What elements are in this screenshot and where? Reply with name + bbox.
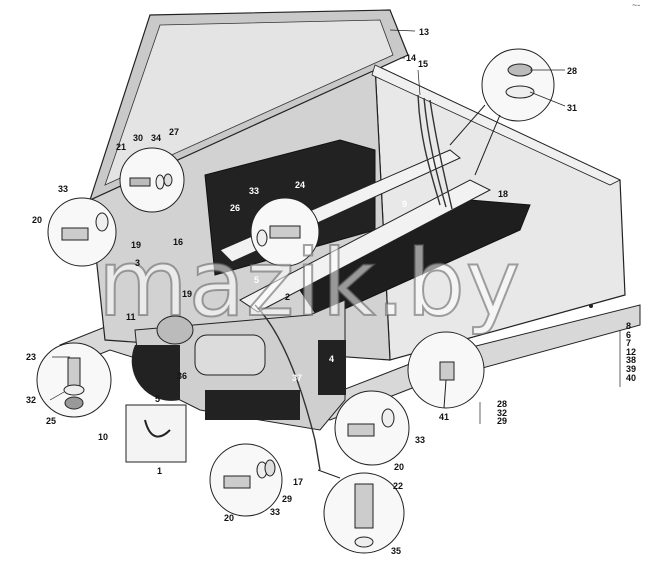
- callout-27: 27: [169, 127, 180, 137]
- callout-33-bottom: 33: [270, 507, 281, 517]
- callout-37: 37: [292, 373, 303, 383]
- callout-5-lower: 5: [155, 394, 161, 404]
- callout-stack-right-item-6: 40: [626, 372, 637, 383]
- wire-harness: [417, 94, 453, 210]
- detail-circle-20-29-33: [209, 443, 283, 517]
- callout-28: 28: [567, 66, 578, 76]
- detail-circle-20-33-left: [47, 197, 117, 267]
- detail-circle-28-31: [449, 48, 555, 176]
- callout-stack-right-item-2: 7: [626, 338, 632, 349]
- callout-19-lower: 19: [182, 289, 193, 299]
- callout-26: 26: [230, 203, 241, 213]
- callout-stack-bottom-item-0: 28: [497, 399, 508, 409]
- callout-16: 16: [173, 237, 184, 247]
- detail-circle-20-33-right: [334, 390, 410, 466]
- wire-front: [254, 304, 321, 471]
- callout-14: 14: [406, 53, 417, 63]
- callout-33-right: 33: [415, 435, 426, 445]
- callout-19: 19: [131, 240, 142, 250]
- callout-11: 11: [126, 312, 136, 322]
- lid-inner-panel: [104, 19, 394, 186]
- callout-33-block: 33: [249, 186, 260, 196]
- callout-4: 4: [329, 354, 335, 364]
- detail-circle-41: [407, 331, 485, 409]
- corner-mark: ~-: [632, 0, 641, 10]
- callout-31: 31: [567, 103, 578, 113]
- detail-circle-22-35: [317, 469, 405, 554]
- callout-30: 30: [133, 133, 144, 143]
- leader-lines: [49, 29, 621, 424]
- detail-circle-23-32-25: [36, 342, 112, 418]
- callout-stack-bottom-item-2: 29: [497, 416, 508, 427]
- callout-34: 34: [151, 133, 162, 143]
- callout-stack-bottom-item-1: 32: [497, 407, 508, 418]
- callout-20-left: 20: [32, 215, 43, 225]
- front-panel-dark-strip: [205, 390, 300, 420]
- callout-24: 24: [295, 180, 306, 190]
- callout-10: 10: [98, 432, 109, 442]
- callout-2: 2: [285, 292, 291, 302]
- callout-stack-right-item-0: 8: [626, 321, 632, 331]
- callout-35: 35: [391, 546, 402, 556]
- callout-stack-right-item-1: 6: [626, 329, 632, 340]
- callout-13: 13: [419, 27, 430, 37]
- callout-22: 22: [393, 481, 404, 491]
- callout-5-block: 5: [254, 275, 260, 285]
- callout-17: 17: [293, 477, 304, 487]
- detail-box-part-1: [125, 404, 187, 463]
- callout-33-left: 33: [58, 184, 69, 194]
- callout-20-bottom: 20: [224, 513, 235, 523]
- callout-20-right: 20: [394, 462, 405, 472]
- busbar-lower: [239, 179, 492, 313]
- detail-circle-21-30-34-27: [119, 147, 185, 213]
- callout-21: 21: [116, 142, 127, 152]
- wall-hole: [589, 304, 593, 308]
- callout-29: 29: [282, 494, 293, 504]
- callout-stack-right-item-5: 39: [626, 363, 637, 374]
- callout-stack-right-item-3: 12: [626, 346, 637, 357]
- callout-25: 25: [46, 416, 57, 426]
- callout-36: 36: [177, 371, 188, 381]
- relay-cylinder: [194, 334, 266, 376]
- detail-circle-center: [250, 197, 320, 267]
- callout-18: 18: [498, 189, 509, 199]
- watermark-text: mazik.by: [97, 230, 522, 337]
- dark-disc: [131, 345, 180, 401]
- callout-9: 9: [402, 199, 408, 209]
- panel-block-4: [318, 340, 346, 395]
- callout-41: 41: [439, 412, 450, 422]
- callout-32-left: 32: [26, 395, 37, 405]
- callout-23: 23: [26, 352, 37, 362]
- callout-3: 3: [135, 258, 141, 268]
- callout-1: 1: [157, 466, 163, 476]
- callout-stack-right-item-4: 38: [626, 355, 637, 366]
- callout-15: 15: [418, 59, 429, 69]
- coil: [156, 315, 194, 345]
